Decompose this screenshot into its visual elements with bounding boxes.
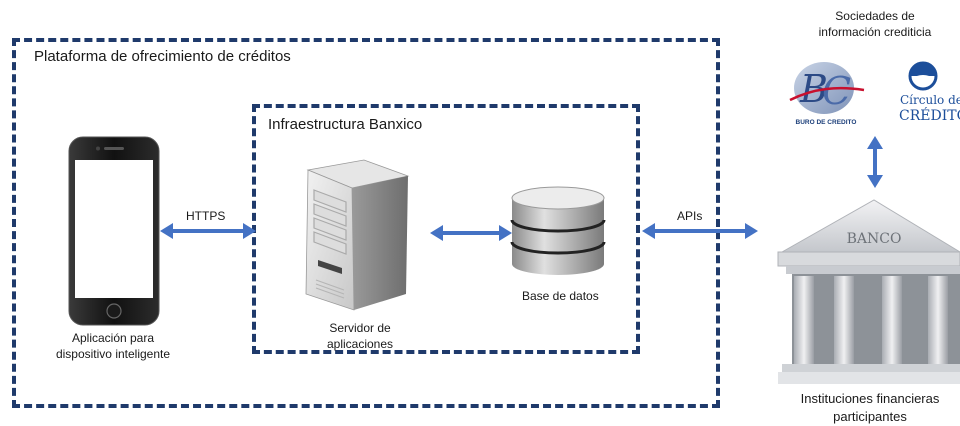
database-label: Base de datos [522,289,599,303]
credit-bureaus-title-line1: Sociedades de [835,9,915,23]
apis-arrow [642,223,758,239]
buro-de-credito-logo: B C BURO DE CREDITO [789,62,865,126]
bank-sign: BANCO [847,231,902,247]
bureau-bank-arrow [867,136,883,188]
credit-bureaus-title: Sociedades de información crediticia [800,8,950,40]
buro-logo-text: BURO DE CREDITO [796,119,857,126]
database-icon [510,186,606,275]
circulo-de-credito-logo: Círculo de CRÉDITO [899,61,960,124]
apis-label: APIs [677,209,703,223]
server-label-line1: Servidor de [329,321,391,335]
circulo-text-line1: Círculo de [900,93,960,107]
institutions-label-line1: Instituciones financieras [800,391,940,406]
app-label-line2: dispositivo inteligente [55,347,171,361]
server-icon [305,159,410,311]
bank-building-icon: BANCO [777,199,960,384]
circulo-text-line2: CRÉDITO [899,106,960,124]
server-label: Servidor de aplicaciones [310,320,410,352]
app-label-line1: Aplicación para [71,331,155,345]
https-arrow [160,223,256,239]
https-label: HTTPS [186,209,226,223]
platform-container [12,38,720,408]
infrastructure-title: Infraestructura Banxico [268,116,423,133]
institutions-label: Instituciones financieras participantes [780,390,960,426]
server-db-arrow [430,225,512,241]
platform-title: Plataforma de ofrecimiento de créditos [34,48,291,65]
smartphone-icon [68,136,160,326]
svg-text:C: C [822,69,851,113]
server-label-line2: aplicaciones [326,337,394,351]
credit-bureaus-title-line2: información crediticia [818,25,932,39]
infrastructure-container [252,104,640,354]
app-label: Aplicación para dispositivo inteligente [48,330,178,362]
institutions-label-line2: participantes [833,409,907,424]
